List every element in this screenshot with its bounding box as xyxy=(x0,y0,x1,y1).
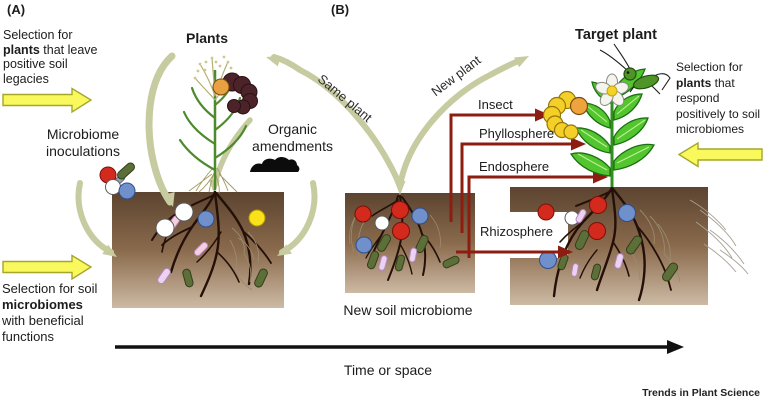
selection-soil-label: Selection for soil microbiomes with bene… xyxy=(2,281,98,344)
plants-title: Plants xyxy=(185,30,228,46)
selection-arrow-left xyxy=(677,141,763,168)
caterpillar-yellow-icon xyxy=(542,90,589,140)
flower-icon xyxy=(595,73,629,107)
plant-transfer-arrows xyxy=(271,54,524,189)
rhizosphere-label: Rhizosphere xyxy=(480,224,553,239)
new-soil-microbiome-label: New soil microbiome xyxy=(343,302,473,318)
microbes-new-soil xyxy=(354,201,460,272)
endosphere-label: Endosphere xyxy=(479,159,550,174)
caterpillar-dark-icon xyxy=(212,72,258,115)
microbiome-inoculum-cluster xyxy=(99,162,136,200)
phyllosphere-label: Phyllosphere xyxy=(479,126,555,141)
compartment-arrows xyxy=(449,113,594,258)
target-plant-illustration xyxy=(569,68,655,187)
time-axis-arrow xyxy=(115,340,684,354)
selection-responsive-label: Selection for plants that respond positi… xyxy=(676,60,761,136)
time-axis-label: Time or space xyxy=(343,362,433,378)
fine-roots-outside-soil xyxy=(689,199,749,275)
rhizosphere-label-backdrop xyxy=(505,212,568,258)
grasshopper-icon xyxy=(599,43,671,95)
compost-pile-icon xyxy=(250,157,300,172)
selection-arrow-right-top xyxy=(2,87,93,114)
journal-branding: Trends in Plant Science xyxy=(642,387,760,399)
leaf-midribs xyxy=(577,95,650,171)
selection-plants-label: Selection for plants that leave positive… xyxy=(3,28,98,86)
microbes-soil-a xyxy=(155,202,268,288)
target-plant-title: Target plant xyxy=(575,27,657,43)
plant-transfer-arrowheads xyxy=(266,55,529,195)
panel-b-tag: (B) xyxy=(331,2,350,17)
microbes-target-soil xyxy=(537,196,679,282)
insect-label: Insect xyxy=(478,97,513,112)
selection-arrow-right-bottom xyxy=(2,254,93,281)
fine-roots-a xyxy=(229,227,259,291)
fine-roots-target xyxy=(629,209,681,283)
grass-basal-roots xyxy=(188,167,238,194)
fine-roots-new-soil xyxy=(349,209,441,259)
grass-panicle xyxy=(194,57,237,101)
microbiome-inoculations-label: Microbiome inoculations xyxy=(46,126,120,159)
selection-arrows xyxy=(2,87,763,281)
panel-a-tag: (A) xyxy=(7,2,26,17)
compartment-arrowheads xyxy=(535,108,608,259)
organic-amendments-label: Organic amendments xyxy=(252,121,333,154)
